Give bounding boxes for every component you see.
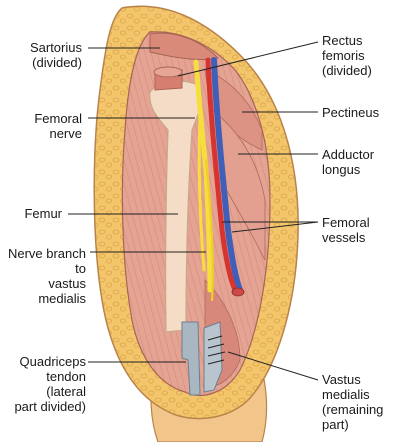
label-femoral-vessels-line1: Femoral: [322, 215, 370, 230]
label-femur: Femur: [8, 206, 62, 221]
label-adductor-longus: Adductor longus: [322, 147, 398, 177]
label-nerve-branch-line4: medialis: [38, 291, 86, 306]
label-nerve-branch: Nerve branch to vastus medialis: [2, 246, 86, 306]
label-femoral-vessels: Femoral vessels: [322, 215, 398, 245]
label-rectus-femoris-line2: femoris: [322, 48, 365, 63]
label-quadriceps-line4: part divided): [14, 399, 86, 414]
label-nerve-branch-line3: vastus: [48, 276, 86, 291]
sartorius-divided: [149, 32, 219, 61]
label-rectus-femoris-line3: (divided): [322, 63, 372, 78]
label-femoral-nerve: Femoral nerve: [8, 111, 82, 141]
label-femur-line1: Femur: [24, 206, 62, 221]
label-vastus-medialis-line4: part): [322, 417, 349, 432]
leader-vastus-medialis: [227, 351, 319, 381]
label-quadriceps-line2: tendon: [46, 369, 86, 384]
label-femoral-vessels-line2: vessels: [322, 230, 366, 245]
leader-femoral-vessels-2: [231, 221, 319, 233]
femoral-vein: [211, 57, 243, 293]
label-rectus-femoris-line1: Rectus: [322, 33, 363, 48]
vessel-cut-end: [231, 287, 245, 297]
femoral-nerve-branch: [197, 118, 206, 272]
label-adductor-longus-line2: longus: [322, 162, 361, 177]
label-sartorius-line2: (divided): [32, 55, 82, 70]
label-femoral-nerve-line1: Femoral: [34, 111, 82, 126]
quadriceps-tendon: [181, 321, 201, 396]
femoral-artery: [205, 57, 239, 295]
label-adductor-longus-line1: Adductor: [322, 147, 375, 162]
label-quadriceps-line1: Quadriceps: [19, 354, 86, 369]
label-rectus-femoris: Rectus femoris (divided): [322, 33, 396, 78]
label-femoral-nerve-line2: nerve: [49, 126, 82, 141]
label-pectineus-line1: Pectineus: [322, 105, 380, 120]
label-nerve-branch-line2: to: [75, 261, 86, 276]
label-vastus-medialis-line2: medialis: [322, 387, 370, 402]
rectus-femoris-cut: [153, 66, 183, 78]
label-sartorius: Sartorius (divided): [8, 40, 82, 70]
label-pectineus: Pectineus: [322, 105, 398, 120]
label-vastus-medialis-line1: Vastus: [322, 372, 361, 387]
leader-lines: [68, 41, 319, 381]
label-vastus-medialis-line3: (remaining: [322, 402, 384, 417]
label-sartorius-line1: Sartorius: [29, 40, 82, 55]
label-nerve-branch-line1: Nerve branch: [7, 246, 86, 261]
label-vastus-medialis: Vastus medialis (remaining part): [322, 372, 398, 432]
label-quadriceps-tendon: Quadriceps tendon (lateral part divided): [2, 354, 86, 414]
leader-rectus-femoris: [177, 41, 319, 77]
nerve-to-vastus-medialis: [204, 158, 214, 302]
label-quadriceps-line3: (lateral: [46, 384, 86, 399]
suture-marks: [207, 335, 226, 365]
